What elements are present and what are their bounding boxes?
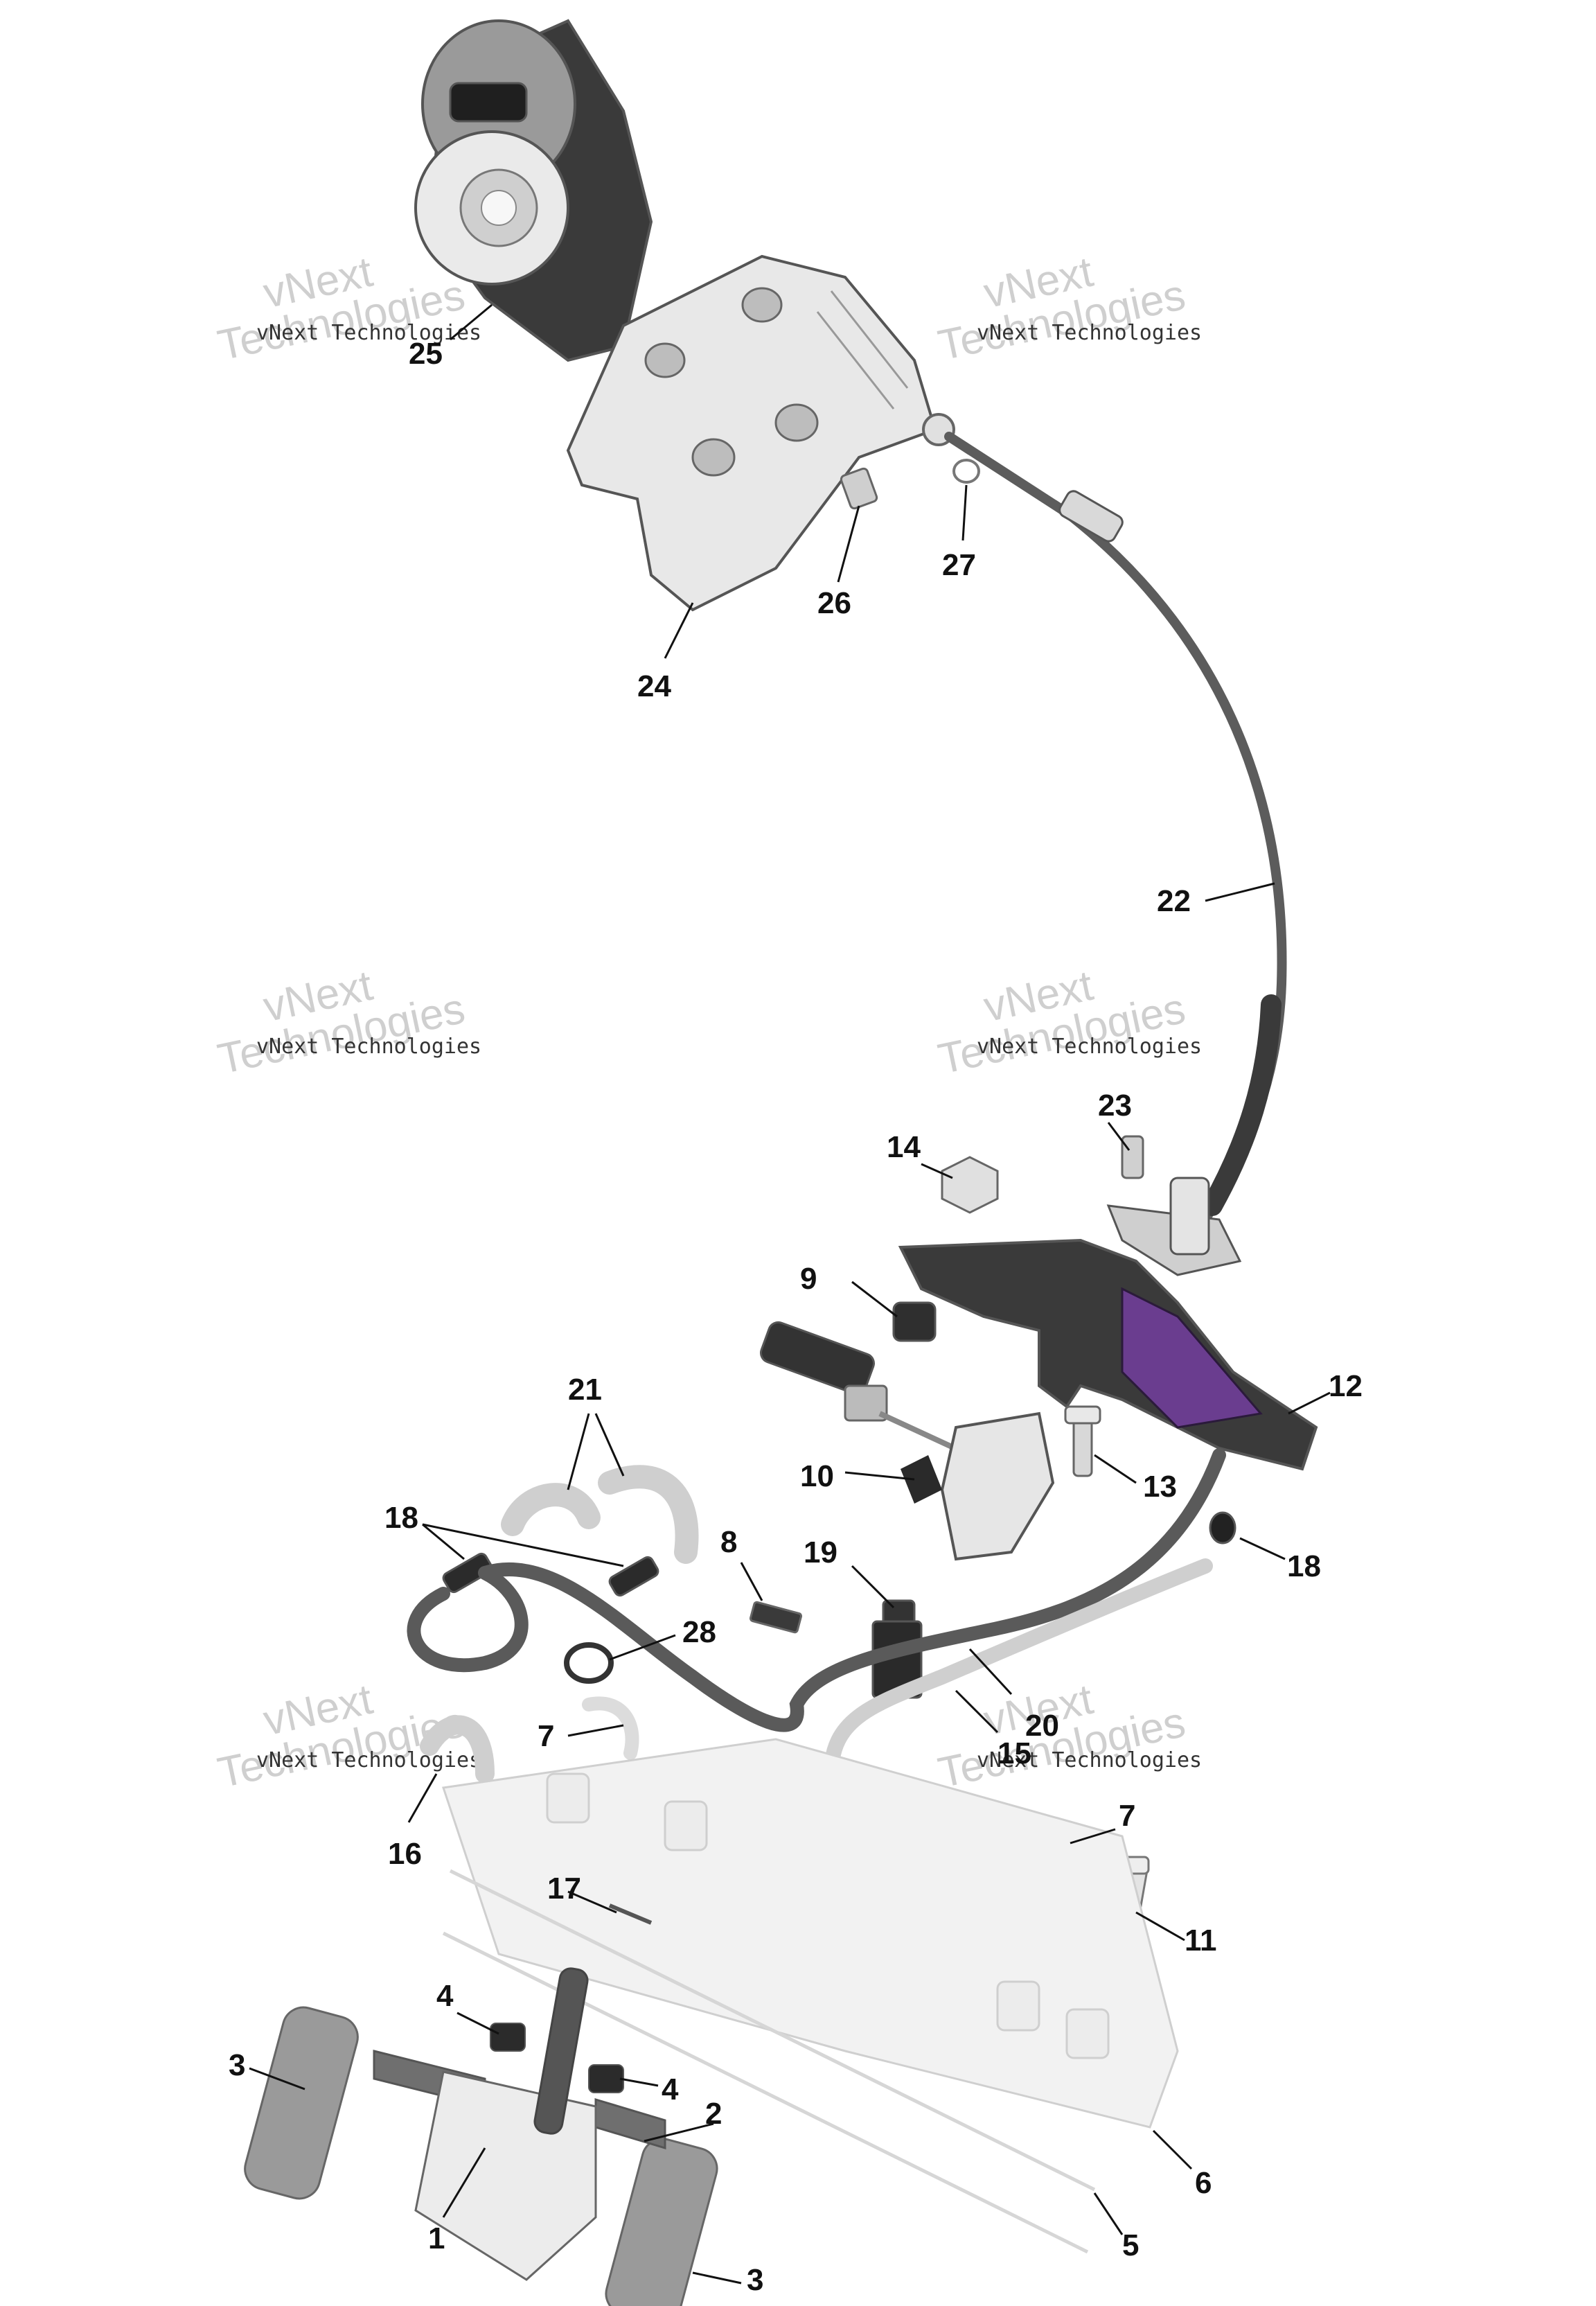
cable-end-fitting <box>1106 1135 1242 1276</box>
callout-8: 17 <box>547 1872 581 1905</box>
cable-clip <box>952 459 980 484</box>
callout-13: 12 <box>1329 1369 1363 1403</box>
callout-12: 10 <box>800 1459 834 1493</box>
callout-3-bottom: 3 <box>747 2263 763 2297</box>
hose-connectors <box>442 1511 1236 1597</box>
manifold-rail <box>442 1738 1179 2129</box>
watermark-text-line: vNext Technologies <box>256 1035 481 1059</box>
callout-21: 19 <box>804 1535 837 1569</box>
parts-group <box>244 19 1318 2306</box>
bracket-bolt <box>840 467 878 510</box>
callout-16: 15 <box>998 1736 1031 1770</box>
callout-20: 20 <box>1025 1709 1059 1743</box>
callout-19: 21 <box>568 1373 602 1407</box>
lever-housing <box>898 1238 1318 1471</box>
watermark-text-line: vNext Technologies <box>256 1748 481 1772</box>
watermark-text-line: vNext Technologies <box>977 1748 1202 1772</box>
position-sensor <box>760 1321 1055 1561</box>
rubber-pad <box>749 1601 803 1634</box>
callout-28: 28 <box>682 1615 716 1649</box>
callout-14: 13 <box>1143 1470 1177 1504</box>
leader-lines <box>249 303 1331 2285</box>
callout-24: 24 <box>637 669 671 703</box>
elbow-hoses <box>501 1465 699 1564</box>
watermark-text-line: vNext Technologies <box>256 321 481 345</box>
callout-18-left: 18 <box>384 1501 418 1535</box>
callout-labels: 25 24 26 27 22 23 14 9 12 10 13 21 18 18… <box>229 337 1363 2297</box>
callout-27: 27 <box>942 548 976 582</box>
hose-clamp <box>564 1642 614 1684</box>
watermark-text-line: vNext Technologies <box>977 321 1202 345</box>
sensor-bolt <box>1064 1405 1101 1477</box>
callout-4-top: 4 <box>436 1979 454 2013</box>
callout-17: 16 <box>388 1837 422 1871</box>
callout-23: 23 <box>1098 1089 1132 1123</box>
callout-7-right: 7 <box>1119 1799 1135 1833</box>
watermark-mid-right: Technologies vNext vNext Technologies <box>934 962 1203 1084</box>
callout-3-top: 3 <box>229 2048 245 2082</box>
callout-10: 11 <box>1185 1924 1217 1957</box>
hex-nut <box>941 1156 999 1214</box>
watermark-mid-left: Technologies vNext vNext Technologies <box>214 962 482 1084</box>
callout-25: 25 <box>409 337 443 371</box>
callout-4-bottom: 4 <box>662 2072 679 2106</box>
lower-assembly <box>244 1967 718 2306</box>
callout-7-left: 7 <box>538 1719 554 1753</box>
callout-11: 9 <box>800 1262 817 1296</box>
callout-2: 2 <box>705 2097 722 2131</box>
mounting-bracket <box>566 254 937 612</box>
callout-22: 22 <box>1157 884 1191 918</box>
callout-15: 14 <box>887 1130 921 1164</box>
callout-9: 8 <box>720 1525 737 1559</box>
watermark-top-right: Technologies vNext vNext Technologies <box>934 248 1203 370</box>
callout-26: 26 <box>817 586 851 620</box>
guide-rails <box>442 1869 1096 2254</box>
actuator-motor <box>414 19 653 362</box>
callout-1: 1 <box>428 2221 445 2255</box>
callout-18-right: 18 <box>1287 1549 1321 1583</box>
rubber-bushing <box>892 1301 937 1342</box>
callout-5: 5 <box>1122 2228 1139 2262</box>
watermark-text-line: vNext Technologies <box>977 1035 1202 1059</box>
callout-6: 6 <box>1195 2166 1212 2200</box>
shift-cable <box>922 413 1287 1224</box>
